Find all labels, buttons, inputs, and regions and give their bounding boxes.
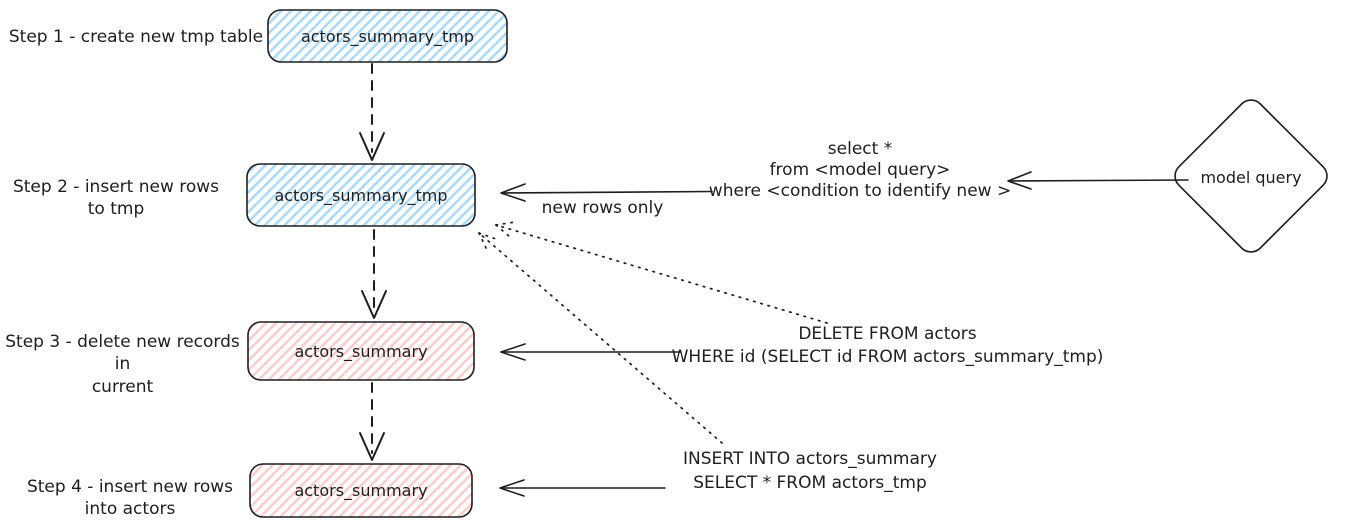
node-label-step4: actors_summary [294,481,428,500]
node-step4-actors-summary [249,463,473,518]
arrow-step1-to-step2 [359,63,385,161]
insert-sql-text: INSERT INTO actors_summary SELECT * FROM… [683,449,937,493]
dotted-arrow-insert-sql-to-tmp [478,232,723,444]
node-step1-tmp-table [267,9,508,63]
step4-label: Step 4 - insert new rows into actors [26,477,234,520]
arrow-delete-sql-to-step3 [500,343,681,361]
arrow-step2-to-step3 [361,229,387,319]
delete-sql-text: DELETE FROM actors WHERE id (SELECT id F… [671,324,1104,367]
arrow-select-to-step2 [500,183,713,202]
arrow-model-query-to-select [1007,171,1189,190]
node-step2-tmp-table [246,163,476,227]
model-query-label: model query [1200,167,1302,187]
node-label-step2: actors_summary_tmp [274,185,448,205]
step1-label: Step 1 - create new tmp table [8,27,264,47]
step3-label: Step 3 - delete new records in current [5,332,240,397]
select-query-text: select * from <model query> where <condi… [708,139,1012,201]
dotted-arrow-delete-sql-to-tmp [495,221,828,324]
arrow-step3-to-step4 [359,382,385,461]
node-label-step3: actors_summary [294,341,428,361]
arrow-insert-sql-to-step4 [499,479,666,497]
node-step3-actors-summary [247,321,475,381]
node-label-step1: actors_summary_tmp [300,26,475,46]
new-rows-only-label: new rows only [541,198,664,218]
model-query-diamond [1174,99,1328,253]
step2-label: Step 2 - insert new rows to tmp [12,177,220,220]
